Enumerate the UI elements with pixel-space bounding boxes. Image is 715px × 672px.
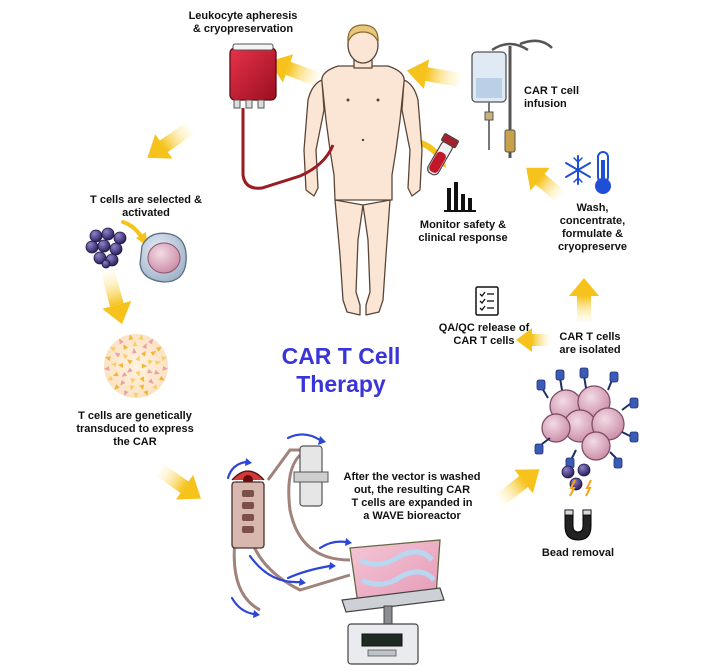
arrow-to-selection	[147, 122, 195, 159]
arrow-to-patient	[406, 59, 462, 89]
arrow-to-infusion	[526, 167, 565, 202]
vector-particle	[126, 359, 133, 365]
vector-particle	[140, 350, 146, 357]
vector-particle	[132, 347, 137, 354]
arrow-to-bioreactor	[155, 464, 201, 500]
vector-particle	[150, 350, 157, 356]
bead-bound-cells-icon	[534, 367, 639, 491]
vector-particle	[124, 390, 129, 397]
vector-particle	[143, 390, 148, 397]
vector-particle	[107, 375, 114, 381]
magnet-icon	[564, 479, 592, 541]
vector-particle	[139, 376, 145, 383]
vector-particle	[112, 371, 119, 377]
wave-bioreactor	[226, 433, 445, 665]
vector-particle	[141, 363, 148, 369]
vector-particle	[138, 334, 144, 341]
vector-particle	[123, 344, 129, 351]
vector-particle	[154, 369, 160, 375]
title-line-2: Therapy	[296, 371, 386, 397]
arrow-to-qaqc	[516, 328, 550, 352]
vector-particle	[162, 366, 169, 371]
vector-particle	[133, 392, 139, 399]
step-selection-label: T cells are selected & activated	[90, 194, 202, 219]
blood-sample-tube-icon	[427, 133, 459, 176]
vector-particle	[110, 346, 116, 352]
step-expansion-label: After the vector is washed out, the resu…	[343, 471, 481, 522]
vector-particle	[161, 356, 167, 361]
vector-particle	[132, 340, 138, 347]
vector-particle	[129, 385, 135, 391]
patient-figure	[303, 24, 423, 316]
vector-particle	[152, 384, 158, 390]
step-qaqc-label: QA/QC release of CAR T cells	[438, 322, 530, 347]
vector-particle	[135, 370, 141, 377]
vector-particle	[117, 362, 124, 368]
vector-particle	[130, 378, 136, 384]
step-wash-label: Wash, concentrate, formulate & cryoprese…	[557, 202, 628, 253]
vector-particle	[114, 384, 120, 390]
vector-particle	[103, 366, 110, 371]
vector-particle	[126, 367, 133, 373]
vector-particle	[105, 356, 111, 361]
vector-particle	[119, 338, 124, 345]
vector-particle	[139, 384, 144, 391]
bead-cluster-icon	[85, 227, 127, 269]
vector-particle	[120, 379, 126, 386]
diagram-title: CAR T Cell Therapy	[256, 342, 426, 398]
title-line-1: CAR T Cell	[281, 343, 401, 369]
vector-particle	[128, 334, 134, 341]
vector-particle	[146, 368, 153, 374]
vector-particle	[155, 346, 162, 352]
arrow-to-bead-removal	[495, 469, 540, 506]
snowflake-icon	[565, 155, 591, 185]
step-apheresis-label: Leukocyte apheresis & cryopreservation	[188, 10, 298, 35]
transduction-icon	[103, 334, 169, 399]
vector-particle	[110, 362, 117, 367]
vector-particle	[148, 338, 153, 345]
vector-particle	[159, 375, 165, 381]
step-isolation-label: CAR T cells are isolated	[559, 331, 621, 356]
vector-particle	[135, 355, 141, 362]
bar-chart-icon	[444, 182, 476, 212]
step-transduction-label: T cells are genetically transduced to ex…	[76, 410, 194, 448]
vector-particle	[142, 343, 147, 350]
arrow-to-wash	[569, 278, 599, 322]
step-bead-removal-label: Bead removal	[541, 547, 615, 559]
step-infusion-label: CAR T cell infusion	[524, 85, 580, 110]
activated-t-cell-icon	[139, 232, 187, 283]
vector-particle	[122, 353, 129, 359]
vector-particle	[114, 352, 121, 358]
infusion-stand-icon	[471, 39, 553, 158]
vector-particle	[147, 359, 154, 365]
step-monitor-label: Monitor safety & clinical response	[418, 219, 508, 244]
thermometer-icon	[595, 151, 611, 194]
checklist-icon	[475, 286, 499, 316]
vector-particle	[121, 371, 128, 377]
vector-particle	[148, 378, 154, 385]
vector-particle	[155, 360, 161, 366]
arrow-to-transduction	[101, 270, 132, 325]
blood-bag-icon	[229, 43, 335, 190]
